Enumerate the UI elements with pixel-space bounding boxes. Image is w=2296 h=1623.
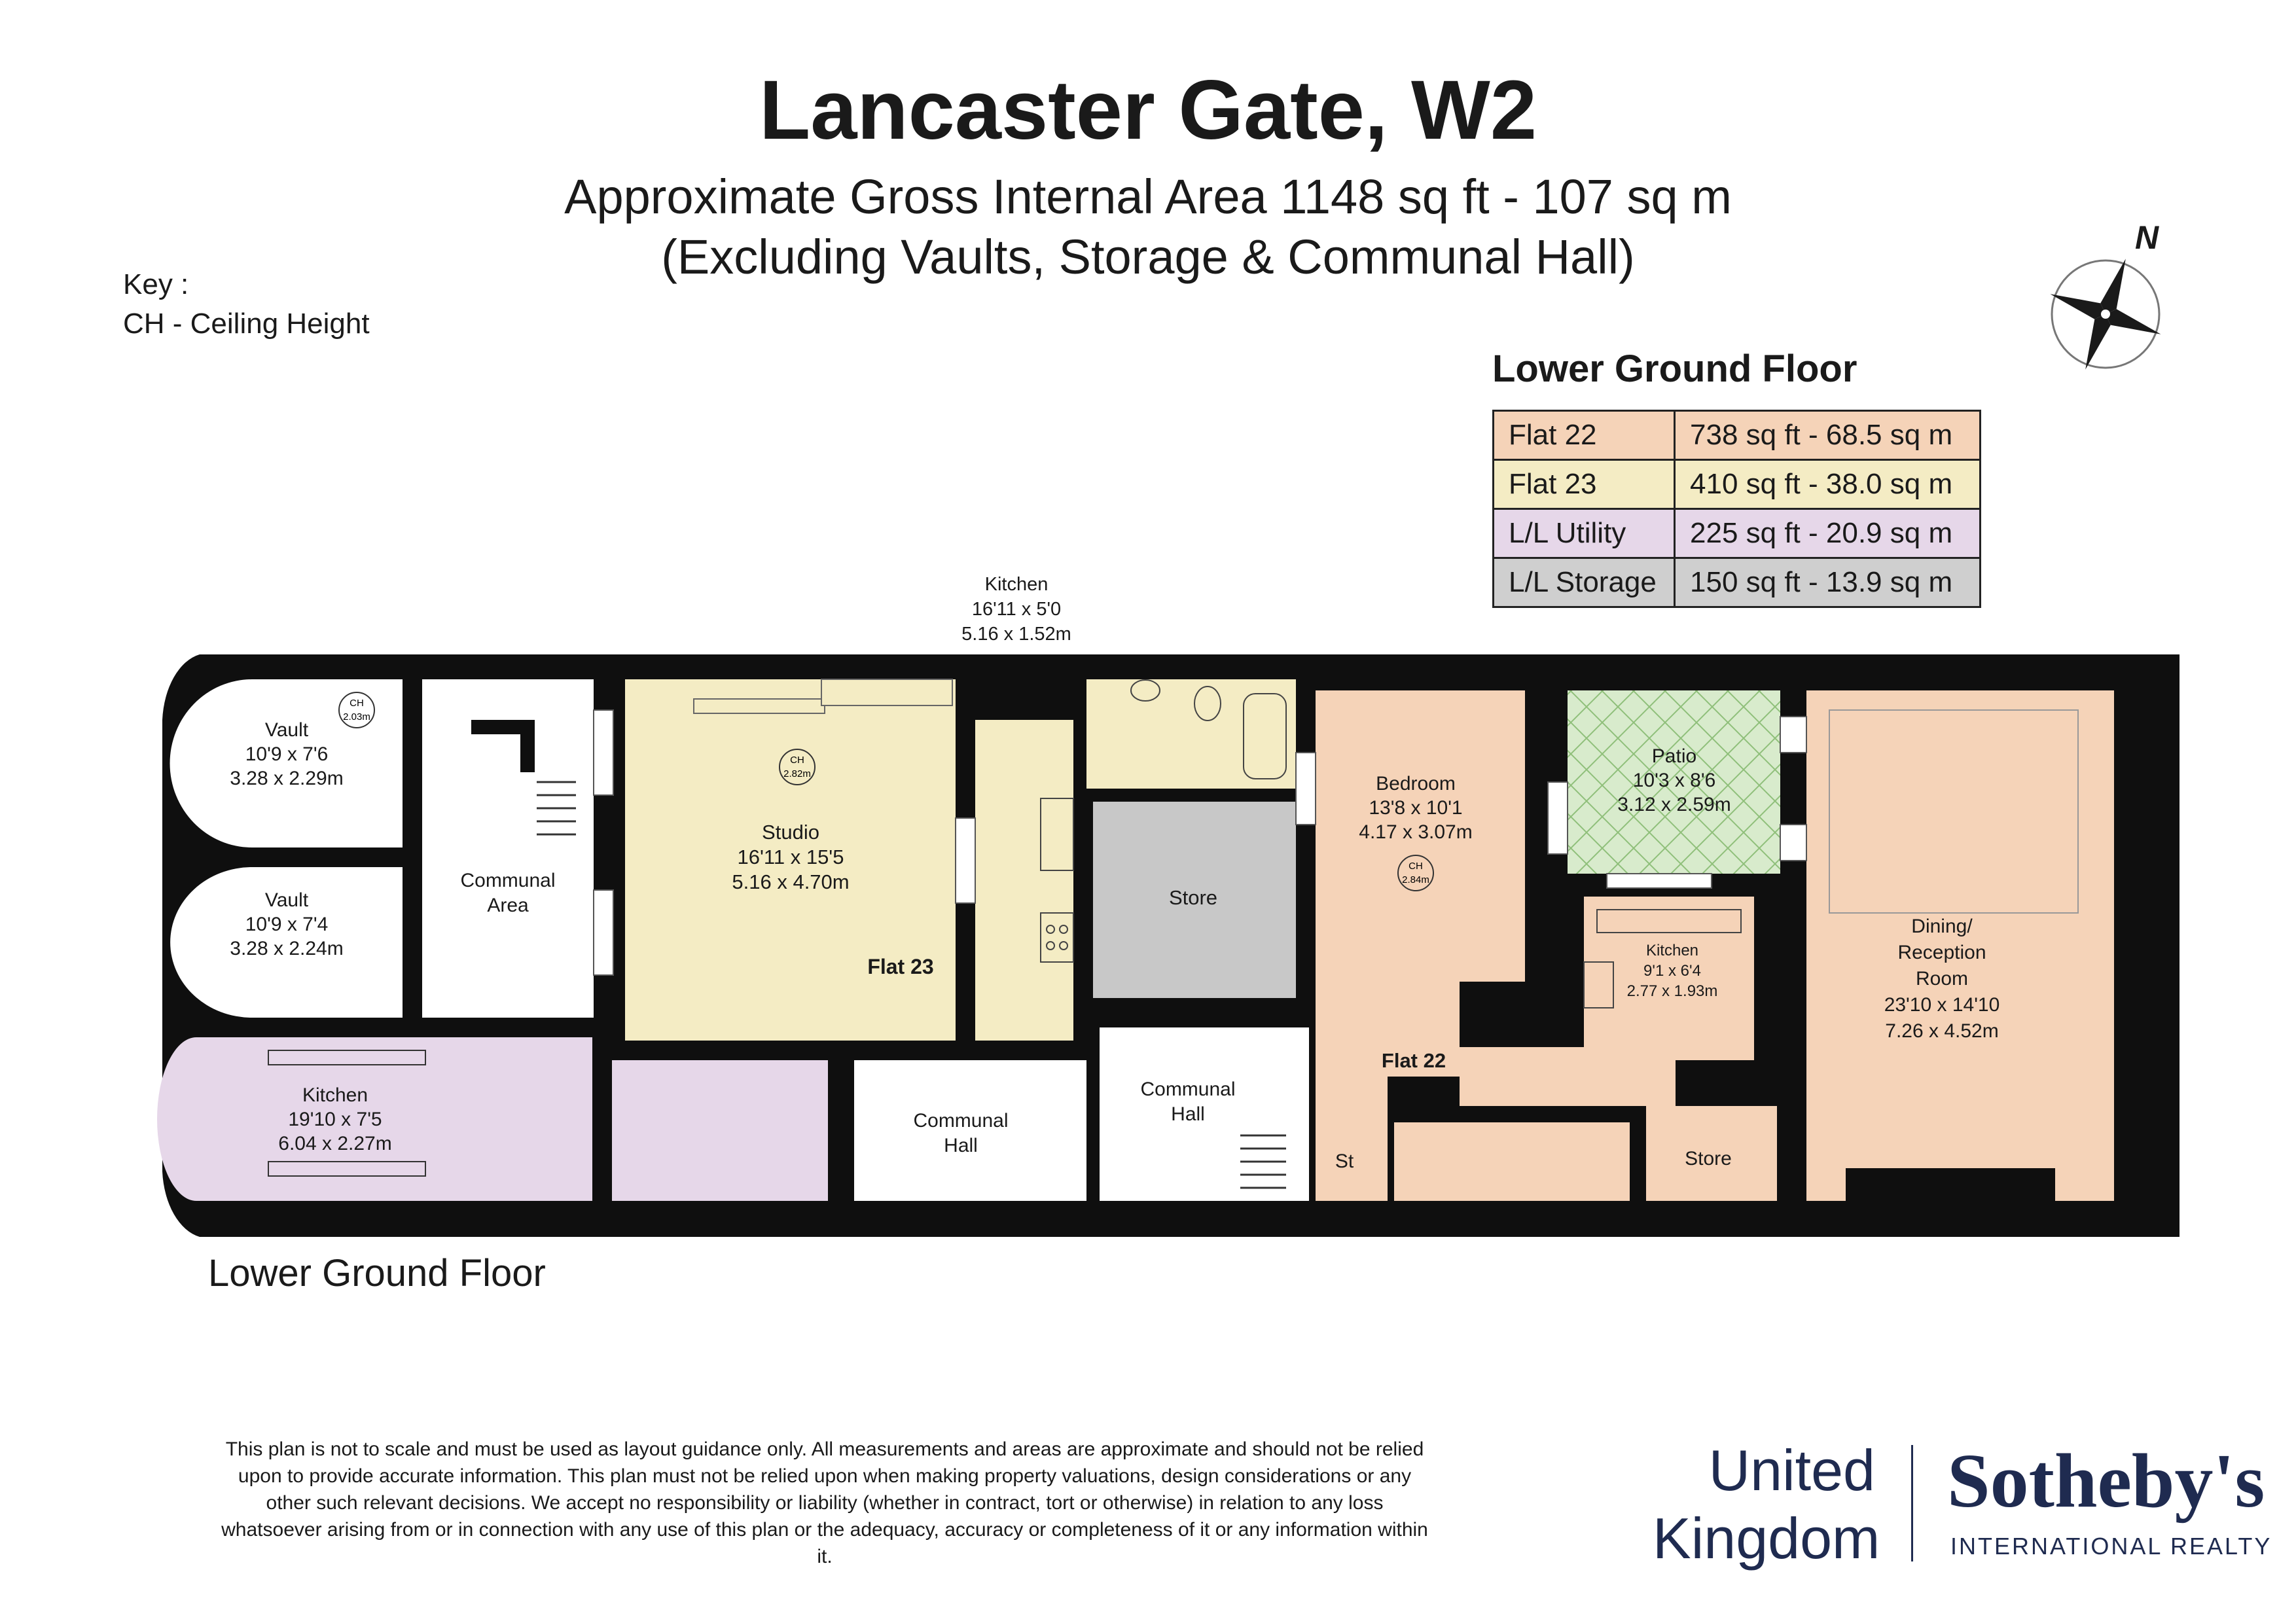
- dining-line3: Room: [1916, 968, 1968, 990]
- communal-area-line2: Area: [487, 895, 529, 916]
- ch-badge-studio: CH 2.82m: [779, 749, 816, 785]
- dining-metric: 7.26 x 4.52m: [1885, 1020, 1998, 1042]
- flat22-kitchen-room: [1584, 897, 1754, 1060]
- subtitle-gross-area: Approximate Gross Internal Area 1148 sq …: [564, 169, 1732, 224]
- ch-badge-vault: CH 2.03m: [338, 692, 375, 728]
- dining-line2: Reception: [1897, 942, 1986, 963]
- communal-hall-1: [854, 1060, 1086, 1201]
- communal-area-line1: Communal: [460, 870, 555, 891]
- brand-divider: [1911, 1445, 1913, 1561]
- brand-region-line2: Kingdom: [1653, 1506, 1880, 1571]
- vault-room-1: [170, 679, 403, 847]
- bedroom-name: Bedroom: [1376, 773, 1456, 794]
- svg-text:2.84m: 2.84m: [1402, 874, 1429, 885]
- communal-hall-2-line2: Hall: [1171, 1103, 1205, 1125]
- key-heading: Key :: [123, 268, 189, 300]
- communal-area-room: [422, 679, 594, 1018]
- vault1-metric: 3.28 x 2.29m: [230, 768, 343, 789]
- vault1-name: Vault: [265, 719, 309, 741]
- flat23-kitchen-metric: 5.16 x 1.52m: [961, 624, 1071, 645]
- disclaimer-text: This plan is not to scale and must be us…: [221, 1438, 1428, 1567]
- studio-metric: 5.16 x 4.70m: [732, 870, 849, 893]
- patio-name: Patio: [1652, 745, 1696, 767]
- svg-text:CH: CH: [1408, 861, 1423, 872]
- vault-room-2: [170, 867, 403, 1018]
- brand-region-line1: United: [1708, 1438, 1875, 1503]
- ch-badge-bedroom: CH 2.84m: [1397, 855, 1434, 891]
- area-row-value: 225 sq ft - 20.9 sq m: [1674, 508, 1981, 559]
- bedroom-metric: 4.17 x 3.07m: [1359, 821, 1472, 843]
- communal-hall-1-line1: Communal: [913, 1110, 1008, 1132]
- patio-metric: 3.12 x 2.59m: [1617, 794, 1731, 815]
- studio-room: [625, 679, 956, 1041]
- store-mid-label: Store: [1169, 886, 1217, 909]
- dining-line1: Dining/: [1911, 916, 1973, 937]
- brand-logo-name: Sotheby's: [1947, 1438, 2265, 1524]
- st-label: St: [1335, 1150, 1354, 1172]
- store-right-label: Store: [1685, 1148, 1732, 1169]
- svg-text:CH: CH: [350, 698, 364, 709]
- area-table-title: Lower Ground Floor: [1492, 348, 1857, 390]
- util-kitchen-imperial: 19'10 x 7'5: [288, 1109, 382, 1130]
- area-row-name: L/L Utility: [1492, 508, 1676, 559]
- store-right-room: [1646, 1106, 1777, 1201]
- dining-imperial: 23'10 x 14'10: [1884, 994, 2000, 1016]
- flat22-kitchen-metric: 2.77 x 1.93m: [1627, 982, 1718, 1000]
- util-kitchen-name: Kitchen: [302, 1084, 368, 1106]
- svg-text:2.03m: 2.03m: [343, 711, 370, 722]
- flat22-kitchen-name: Kitchen: [1646, 942, 1698, 959]
- studio-name: Studio: [762, 821, 819, 844]
- svg-text:2.82m: 2.82m: [783, 768, 811, 779]
- dining-reception-room: [1806, 690, 2114, 1168]
- page-title: Lancaster Gate, W2: [759, 63, 1537, 157]
- area-row-name: L/L Storage: [1492, 557, 1676, 608]
- communal-hall-1-line2: Hall: [944, 1135, 978, 1156]
- studio-imperial: 16'11 x 15'5: [738, 846, 844, 868]
- bedroom-imperial: 13'8 x 10'1: [1369, 797, 1462, 819]
- svg-text:CH: CH: [790, 755, 804, 766]
- plan-caption: Lower Ground Floor: [208, 1252, 546, 1294]
- communal-hall-2-line1: Communal: [1140, 1079, 1235, 1100]
- vault2-name: Vault: [265, 889, 309, 911]
- flat22-bathroom: [1394, 1122, 1630, 1201]
- compass-north-label: N: [2135, 219, 2159, 256]
- communal-hall-2: [1100, 1027, 1309, 1201]
- flat23-kitchen-imperial: 16'11 x 5'0: [972, 599, 1061, 620]
- util-kitchen-metric: 6.04 x 2.27m: [278, 1133, 391, 1154]
- area-row-name: Flat 23: [1492, 459, 1676, 510]
- bedroom-room: [1316, 690, 1525, 982]
- flat23-label: Flat 23: [867, 955, 933, 978]
- vault2-imperial: 10'9 x 7'4: [245, 914, 329, 935]
- compass-icon: N: [2050, 219, 2161, 370]
- patio-imperial: 10'3 x 8'6: [1633, 770, 1716, 791]
- flat22-kitchen-imperial: 9'1 x 6'4: [1643, 962, 1701, 980]
- flat22-hall: [1316, 982, 1460, 1077]
- vault1-imperial: 10'9 x 7'6: [245, 743, 329, 765]
- key-ceiling-height: CH - Ceiling Height: [123, 308, 370, 340]
- flat23-kitchen-name: Kitchen: [985, 574, 1049, 595]
- area-row-value: 150 sq ft - 13.9 sq m: [1674, 557, 1981, 608]
- area-row-name: Flat 22: [1492, 410, 1676, 461]
- utility-kitchen-room: [157, 1037, 592, 1201]
- subtitle-exclusions: (Excluding Vaults, Storage & Communal Ha…: [661, 230, 1635, 284]
- st-cupboard: [1316, 1077, 1388, 1201]
- vault2-metric: 3.28 x 2.24m: [230, 938, 343, 959]
- store-mid-room: [1093, 802, 1296, 998]
- utility-room: [612, 1060, 828, 1201]
- flat22-label: Flat 22: [1382, 1049, 1446, 1072]
- flat23-kitchen-room: [975, 720, 1073, 1041]
- area-row-value: 410 sq ft - 38.0 sq m: [1674, 459, 1981, 510]
- brand-logo-subtitle: INTERNATIONAL REALTY: [1950, 1533, 2272, 1560]
- area-row-value: 738 sq ft - 68.5 sq m: [1674, 410, 1981, 461]
- brand-region: United Kingdom: [1653, 1436, 1880, 1573]
